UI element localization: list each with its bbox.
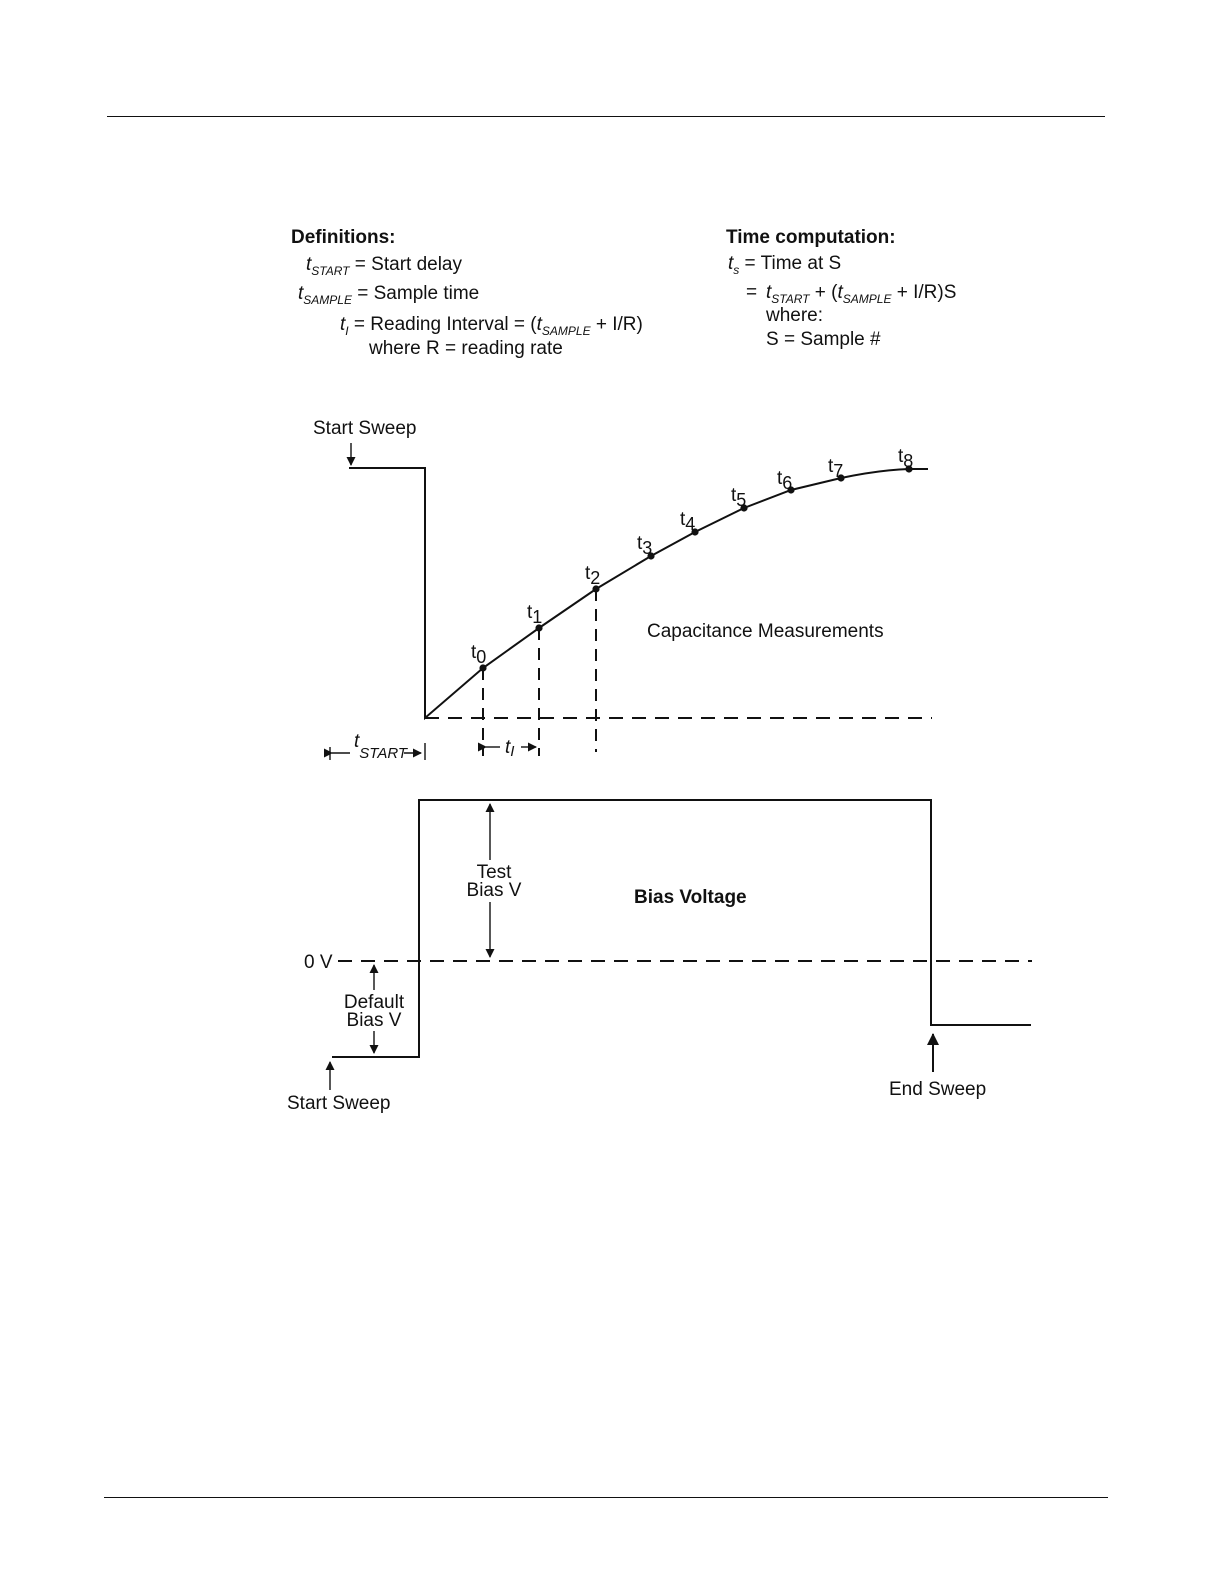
header-rule [107,116,1105,117]
end-sweep-label: End Sweep [889,1079,986,1100]
sample-points [479,465,913,672]
tc-time-at-s: ts = Time at S [728,253,841,277]
sample-point-6 [787,486,795,494]
bias-voltage-title: Bias Voltage [634,887,747,908]
bias-start-sweep-label: Start Sweep [287,1093,391,1114]
sample-point-labels: t0 t1 t2 t3 t4 t5 t6 t7 t8 [471,446,913,667]
cap-start-sweep-label: Start Sweep [313,418,417,439]
tc-equals: = [746,282,757,303]
footer-rule [104,1497,1108,1498]
capacitance-title: Capacitance Measurements [647,621,884,642]
sample-point-3 [647,552,655,560]
sample-point-label-5: t5 [731,485,746,510]
sample-point-label-8: t8 [898,446,913,471]
sample-point-label-0: t0 [471,642,486,667]
default-bias-label-line1: Default [344,992,405,1013]
capacitance-section: Start Sweep t0 t1 t2 t3 t4 t5 t6 t7 t8 Capacitan… [313,418,932,762]
t-start-dimension-label: tSTART [354,731,409,762]
sample-point-1 [535,624,543,632]
def-start-delay: tSTART = Start delay [306,254,462,278]
def-reading-interval: tI = Reading Interval = (tSAMPLE + I/R) [340,314,643,338]
sample-point-label-7: t7 [828,456,843,481]
tc-sample-number: S = Sample # [766,329,881,350]
sample-point-2 [592,585,600,593]
sample-point-label-6: t6 [777,468,792,493]
zero-volt-label: 0 V [304,952,333,973]
sample-point-5 [740,504,748,512]
bias-section: 0 V Test Bias V Bias Voltage Default Bia… [287,799,1032,1114]
tc-where: where: [765,305,823,326]
time-computation-block: Time computation: ts = Time at S = tSTAR… [726,227,956,350]
test-bias-label-line2: Bias V [467,880,522,901]
time-computation-heading: Time computation: [726,227,896,248]
definitions-heading: Definitions: [291,227,396,248]
tc-formula: tSTART + (tSAMPLE + I/R)S [766,282,956,306]
sample-point-7 [837,474,845,482]
sample-point-label-3: t3 [637,533,652,558]
sample-point-8 [905,465,913,473]
sample-point-0 [479,664,487,672]
t-i-dimension-label: tI [505,737,514,760]
def-sample-time: tSAMPLE = Sample time [298,283,479,307]
test-bias-label-line1: Test [477,862,513,883]
sample-point-4 [691,528,699,536]
bias-waveform [332,799,1031,1058]
sample-point-label-4: t4 [680,509,695,534]
default-bias-label-line2: Bias V [347,1010,402,1031]
definitions-block: Definitions: tSTART = Start delay tSAMPL… [291,227,643,359]
capacitance-waveform [349,467,928,721]
sample-point-label-2: t2 [585,563,600,588]
def-reading-rate: where R = reading rate [368,338,563,359]
sample-point-label-1: t1 [527,602,542,627]
